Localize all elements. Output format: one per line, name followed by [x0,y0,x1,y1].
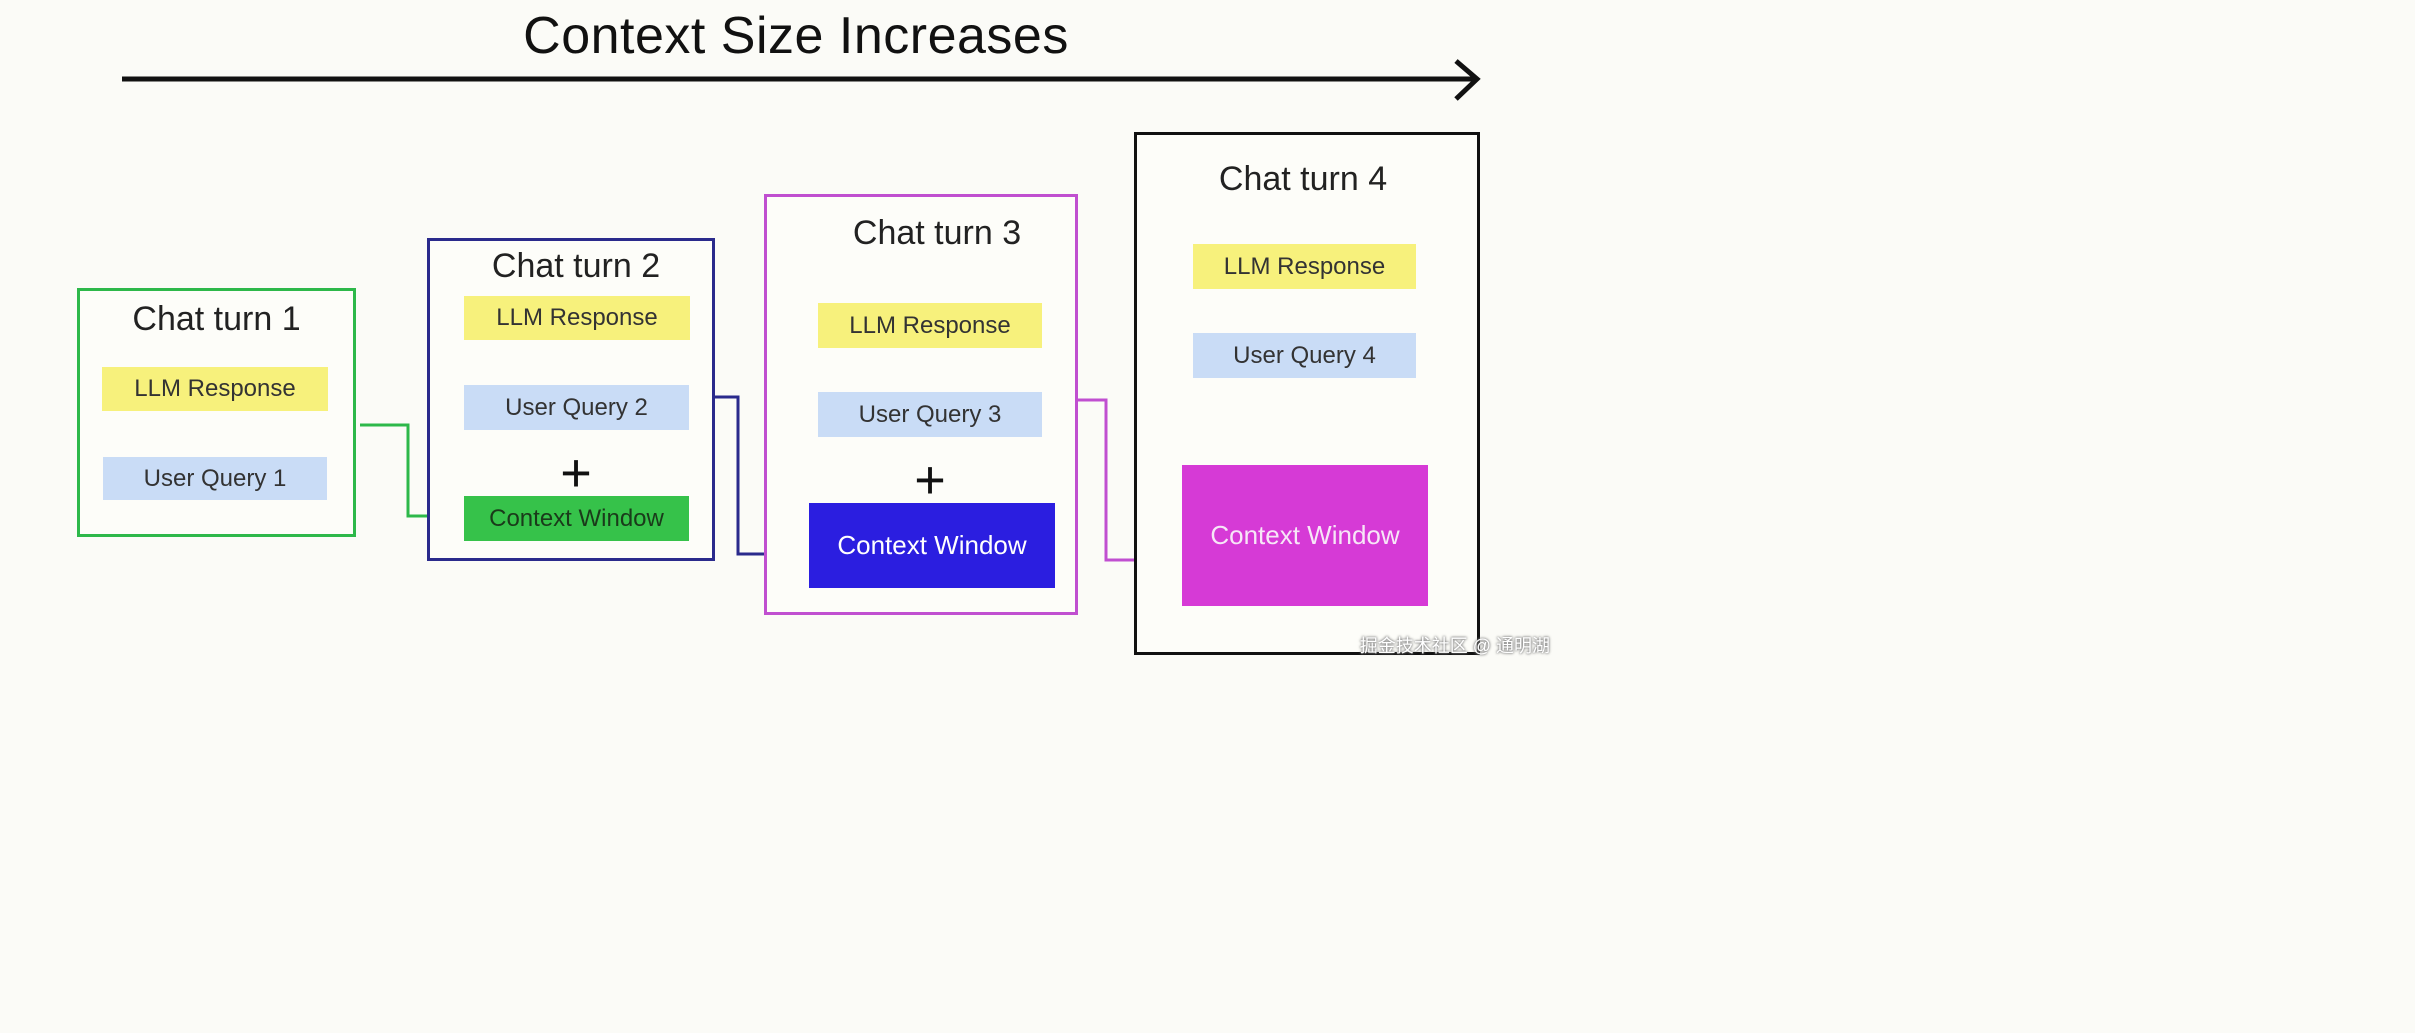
chat-turn-1-label: Chat turn 1 [132,300,301,338]
user-query-block: User Query 1 [103,457,327,500]
llm-response-block: LLM Response [818,303,1042,348]
chat-turn-2-label: Chat turn 2 [491,247,661,285]
llm-response-block: LLM Response [464,296,690,340]
user-query-block: User Query 3 [818,392,1042,437]
context-window-block: Context Window [464,496,689,541]
context-window-block: Context Window [1182,465,1428,606]
diagram-title: Context Size Increases [523,7,1069,65]
plus-icon: + [560,443,592,503]
watermark: 掘金技术社区 @ 通明湖 [1359,636,1550,656]
chat-turn-3-label: Chat turn 3 [852,214,1022,252]
context-window-block: Context Window [809,503,1055,588]
user-query-block: User Query 4 [1193,333,1416,378]
plus-icon: + [914,450,946,510]
llm-response-block: LLM Response [1193,244,1416,289]
llm-response-block: LLM Response [102,367,328,411]
context-growth-arrow-head [1454,59,1481,101]
chat-turn-4-label: Chat turn 4 [1218,160,1388,198]
user-query-block: User Query 2 [464,385,689,430]
